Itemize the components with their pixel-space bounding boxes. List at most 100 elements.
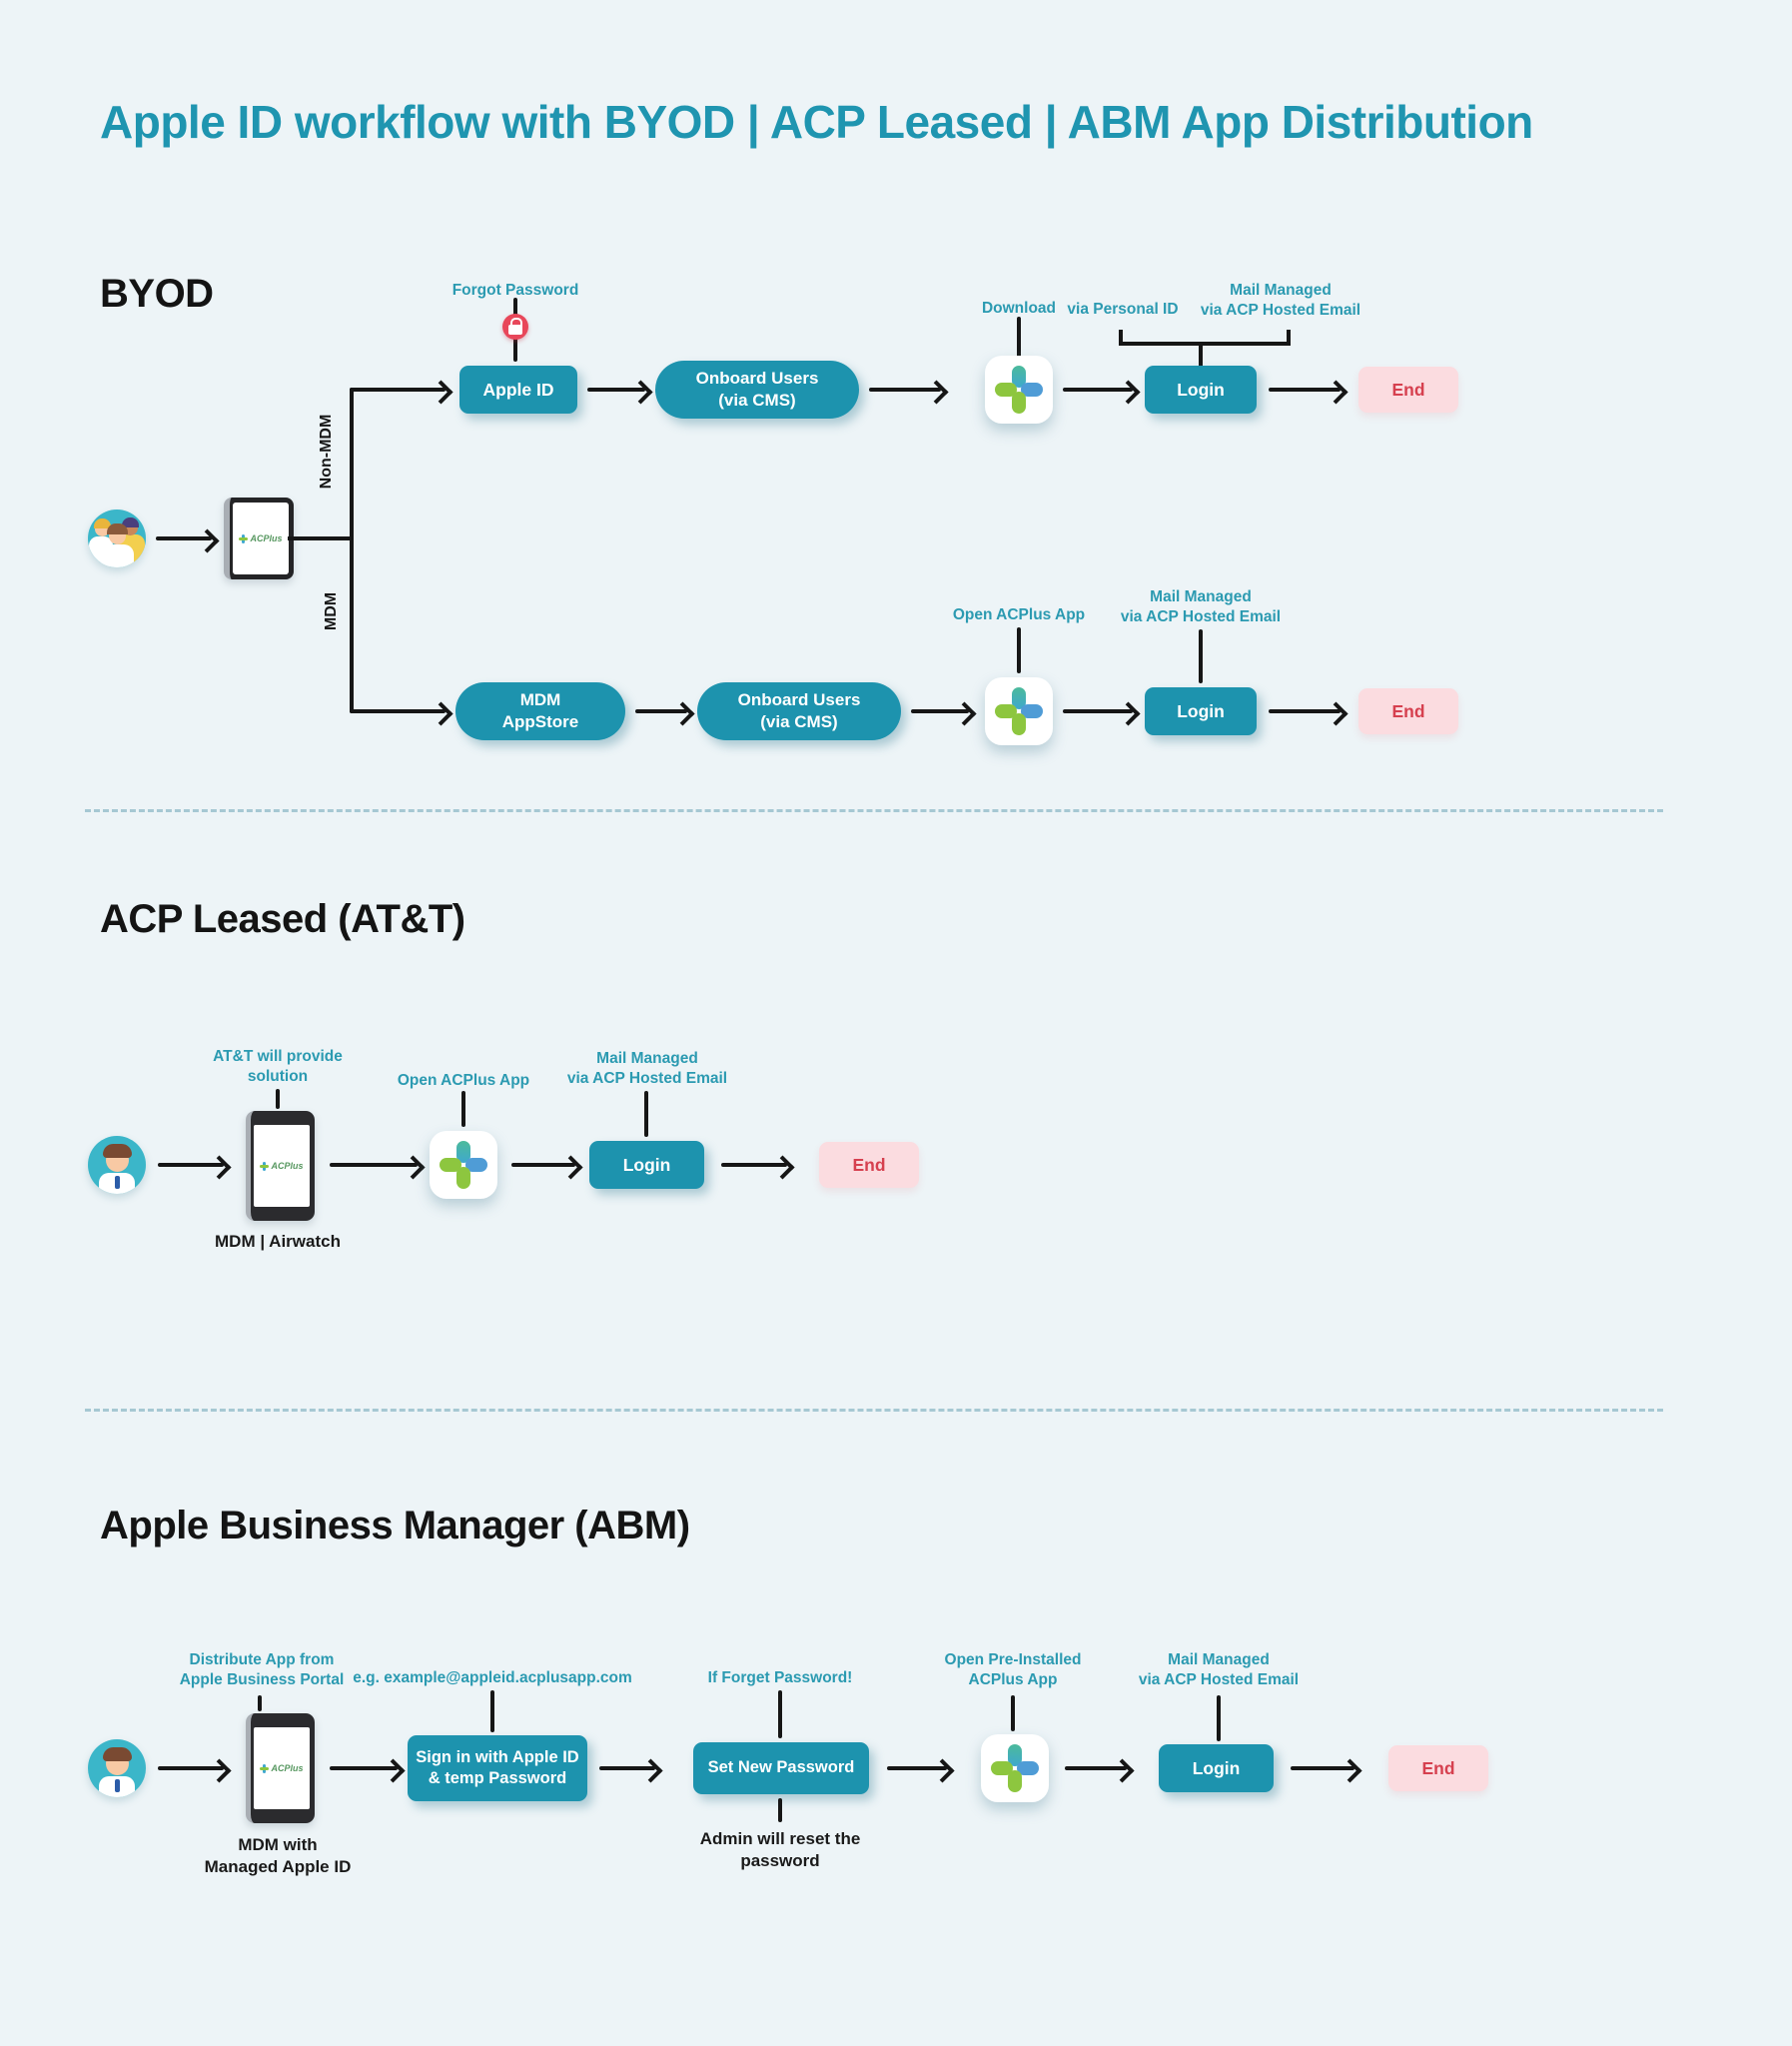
petal xyxy=(991,1761,1013,1775)
acplus-logo-text: ACPlus xyxy=(271,1161,304,1171)
branch-vertical-line xyxy=(350,388,354,713)
arrow-login-to-end xyxy=(1269,388,1341,392)
section-divider xyxy=(85,1409,1663,1412)
avatar-body xyxy=(101,544,134,567)
acplus-logo: ACPlus xyxy=(260,1763,304,1773)
branch-label-non-mdm: Non-MDM xyxy=(318,414,335,490)
end-node: End xyxy=(1358,367,1458,413)
apple-id-node: Apple ID xyxy=(459,366,577,414)
abm-heading: Apple Business Manager (ABM) xyxy=(100,1504,690,1547)
arrow-appleid-to-onboard xyxy=(587,388,645,392)
login-node: Login xyxy=(1159,1744,1274,1792)
sign-in-node: Sign in with Apple ID & temp Password xyxy=(408,1735,587,1801)
end-node: End xyxy=(819,1142,919,1188)
arrow-app-to-login xyxy=(511,1163,575,1167)
byod-tablet-device: ACPlus xyxy=(224,498,294,579)
arrow-user-to-device xyxy=(158,1163,224,1167)
mail-managed-label: Mail Managed via ACP Hosted Email xyxy=(1200,282,1361,320)
device-to-branch-line xyxy=(288,536,352,540)
acplus-logo: ACPlus xyxy=(260,1161,304,1171)
open-acplus-app-line xyxy=(461,1091,465,1127)
login-node: Login xyxy=(1145,687,1257,735)
acplus-cross-icon xyxy=(239,533,249,543)
arrow-mdmappstore-to-onboard xyxy=(635,709,687,713)
device-caption: MDM with Managed Apple ID xyxy=(204,1835,352,1877)
bracket-connector xyxy=(1119,330,1291,346)
device-screen: ACPlus xyxy=(233,503,289,574)
petal xyxy=(1012,366,1026,388)
arrow-app-to-login xyxy=(1065,1766,1127,1770)
acp-phone-device: ACPlus xyxy=(246,1111,315,1221)
avatar-hair xyxy=(122,517,139,527)
acplus-logo-text: ACPlus xyxy=(250,533,283,543)
avatar-tie xyxy=(115,1779,120,1792)
login-node: Login xyxy=(1145,366,1257,414)
arrow-branch-to-appleid xyxy=(350,388,446,392)
petal xyxy=(1017,1761,1039,1775)
device-screen: ACPlus xyxy=(254,1125,310,1207)
arrow-onboard-to-app xyxy=(869,388,941,392)
onboard-users-node: Onboard Users (via CMS) xyxy=(697,682,901,740)
arrow-branch-to-mdmappstore xyxy=(350,709,446,713)
admin-note-line xyxy=(778,1798,782,1822)
avatar-hair xyxy=(103,1747,132,1761)
petal xyxy=(1012,392,1026,414)
section-divider xyxy=(85,809,1663,812)
petal xyxy=(1008,1770,1022,1792)
via-personal-id-label: via Personal ID xyxy=(1067,301,1179,318)
lock-icon xyxy=(502,314,528,340)
arrow-device-to-app xyxy=(330,1163,418,1167)
arrow-setnew-to-app xyxy=(887,1766,947,1770)
arrow-login-to-end xyxy=(1269,709,1341,713)
end-node: End xyxy=(1388,1745,1488,1791)
arrow-users-to-device xyxy=(156,536,212,540)
petal xyxy=(995,383,1017,397)
login-node: Login xyxy=(589,1141,704,1189)
abm-phone-device: ACPlus xyxy=(246,1713,315,1823)
arrow-login-to-end xyxy=(1291,1766,1354,1770)
open-preinstalled-label: Open Pre-Installed ACPlus App xyxy=(944,1651,1082,1689)
petal xyxy=(456,1167,470,1189)
petal xyxy=(1012,713,1026,735)
petal xyxy=(1021,704,1043,718)
if-forget-password-label: If Forget Password! xyxy=(707,1669,853,1686)
acplus-cross-icon xyxy=(260,1161,270,1171)
petal xyxy=(465,1158,487,1172)
byod-heading: BYOD xyxy=(100,272,214,316)
arrow-app-to-login xyxy=(1063,709,1133,713)
open-acplus-app-line xyxy=(1017,627,1021,673)
petal xyxy=(1008,1744,1022,1766)
acplus-logo-text: ACPlus xyxy=(271,1763,304,1773)
device-caption: MDM | Airwatch xyxy=(215,1232,341,1251)
users-group-avatar xyxy=(88,510,146,567)
arrow-device-to-signin xyxy=(330,1766,398,1770)
open-acplus-app-label: Open ACPlus App xyxy=(952,606,1086,623)
mail-managed-label: Mail Managed via ACP Hosted Email xyxy=(566,1050,728,1088)
acp-heading: ACP Leased (AT&T) xyxy=(100,897,465,941)
set-new-password-node: Set New Password xyxy=(693,1742,869,1794)
petal xyxy=(995,704,1017,718)
mdm-appstore-node: MDM AppStore xyxy=(455,682,625,740)
att-note-line xyxy=(276,1089,280,1109)
mail-managed-label: Mail Managed via ACP Hosted Email xyxy=(1120,588,1282,626)
mail-managed-label: Mail Managed via ACP Hosted Email xyxy=(1138,1651,1300,1689)
mail-managed-line xyxy=(1199,629,1203,683)
acplus-app-icon xyxy=(430,1131,497,1199)
download-label: Download xyxy=(981,300,1057,317)
arrow-app-to-login xyxy=(1063,388,1133,392)
arrow-signin-to-setnew xyxy=(599,1766,655,1770)
petal xyxy=(440,1158,461,1172)
acplus-logo: ACPlus xyxy=(239,533,283,543)
open-preinstalled-line xyxy=(1011,1695,1015,1731)
download-line xyxy=(1017,317,1021,358)
avatar-tie xyxy=(115,1176,120,1189)
open-acplus-app-label: Open ACPlus App xyxy=(397,1072,530,1089)
distribute-note-line xyxy=(258,1695,262,1711)
acplus-app-icon xyxy=(985,356,1053,424)
arrow-user-to-device xyxy=(158,1766,224,1770)
branch-label-mdm: MDM xyxy=(323,591,340,631)
arrow-onboard-to-app xyxy=(911,709,969,713)
avatar-hair xyxy=(94,518,111,528)
device-screen: ACPlus xyxy=(254,1727,310,1809)
if-forget-password-line xyxy=(778,1690,782,1738)
